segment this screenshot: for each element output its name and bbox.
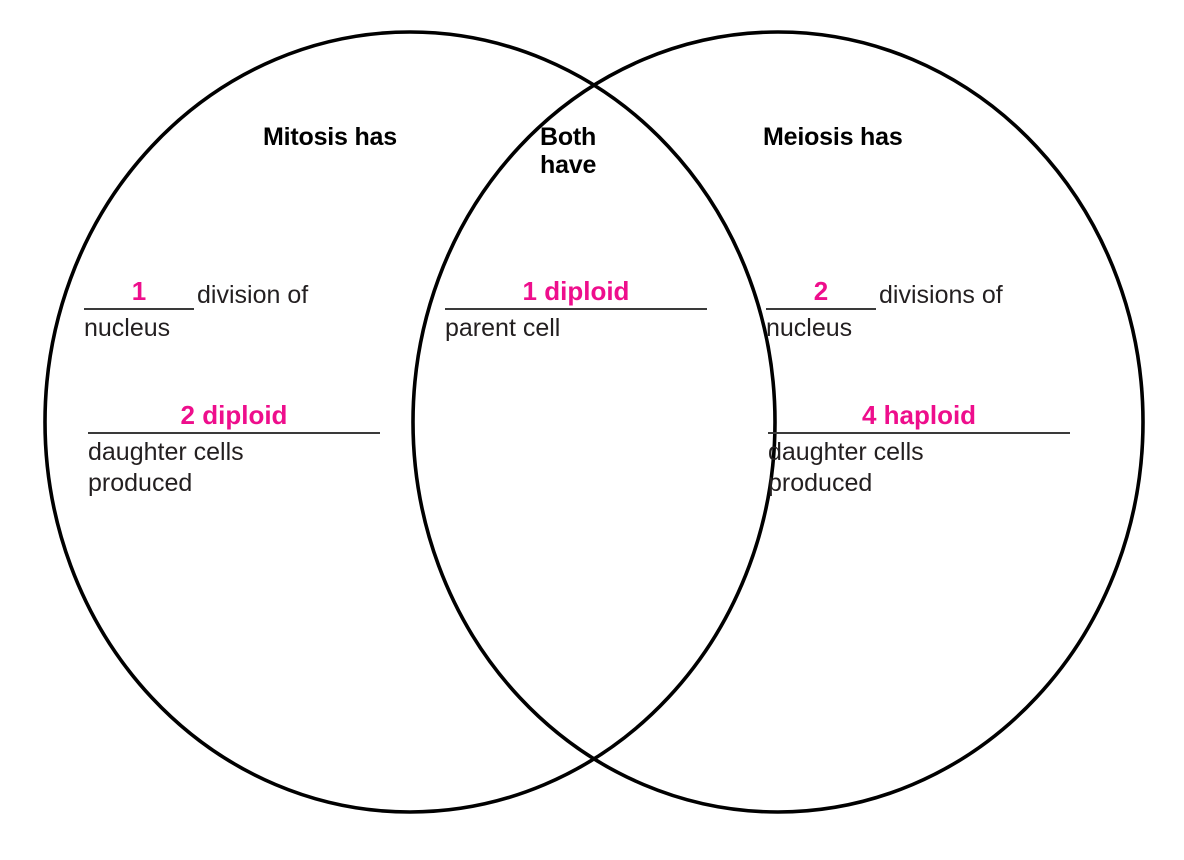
right-entry-1-answer-row: 2 divisions of	[766, 276, 1003, 310]
intersection-heading-line-2: have	[540, 151, 597, 179]
right-entry-1: 2 divisions of nucleus	[766, 276, 1003, 344]
left-entry-2-answer: 2 diploid	[180, 400, 288, 430]
right-entry-1-caption: nucleus	[766, 314, 853, 342]
right-entry-2-answer-row: 4 haploid	[768, 400, 1073, 434]
left-entry-1-answer-row: 1 division of	[84, 276, 308, 310]
left-entry-2-blank[interactable]: 2 diploid	[88, 400, 380, 434]
right-entry-2: 4 haploid daughter cells produced	[768, 400, 1073, 499]
left-entry-2-caption: daughter cells produced	[88, 438, 244, 497]
right-circle-outline	[411, 30, 1145, 814]
left-entry-1-answer: 1	[131, 276, 147, 306]
left-entry-1: 1 division of nucleus	[84, 276, 308, 344]
right-entry-1-blank[interactable]: 2	[766, 276, 876, 310]
right-entry-1-trailing-text: divisions of	[879, 281, 1003, 309]
center-entry-1-caption: parent cell	[445, 314, 561, 342]
center-entry-1-answer-row: 1 diploid	[445, 276, 710, 310]
left-circle-heading: Mitosis has	[263, 123, 397, 151]
right-entry-2-answer: 4 haploid	[861, 400, 977, 430]
intersection-heading-line-1: Both	[540, 123, 597, 151]
left-entry-1-trailing-text: division of	[197, 281, 309, 309]
center-entry-1-blank[interactable]: 1 diploid	[445, 276, 707, 310]
left-entry-1-blank[interactable]: 1	[84, 276, 194, 310]
center-entry-1: 1 diploid parent cell	[445, 276, 710, 344]
right-entry-2-blank[interactable]: 4 haploid	[768, 400, 1070, 434]
right-circle-heading: Meiosis has	[763, 123, 903, 151]
left-entry-2: 2 diploid daughter cells produced	[88, 400, 383, 499]
right-entry-2-caption: daughter cells produced	[768, 438, 924, 497]
left-entry-1-caption: nucleus	[84, 314, 171, 342]
intersection-heading: Both have	[540, 123, 610, 179]
left-entry-2-trailing-text	[380, 432, 383, 434]
left-circle-outline	[43, 30, 777, 814]
center-entry-1-trailing-text	[707, 308, 710, 310]
left-entry-2-answer-row: 2 diploid	[88, 400, 383, 434]
right-entry-2-trailing-text	[1070, 432, 1073, 434]
right-entry-1-answer: 2	[813, 276, 829, 306]
center-entry-1-answer: 1 diploid	[522, 276, 630, 306]
